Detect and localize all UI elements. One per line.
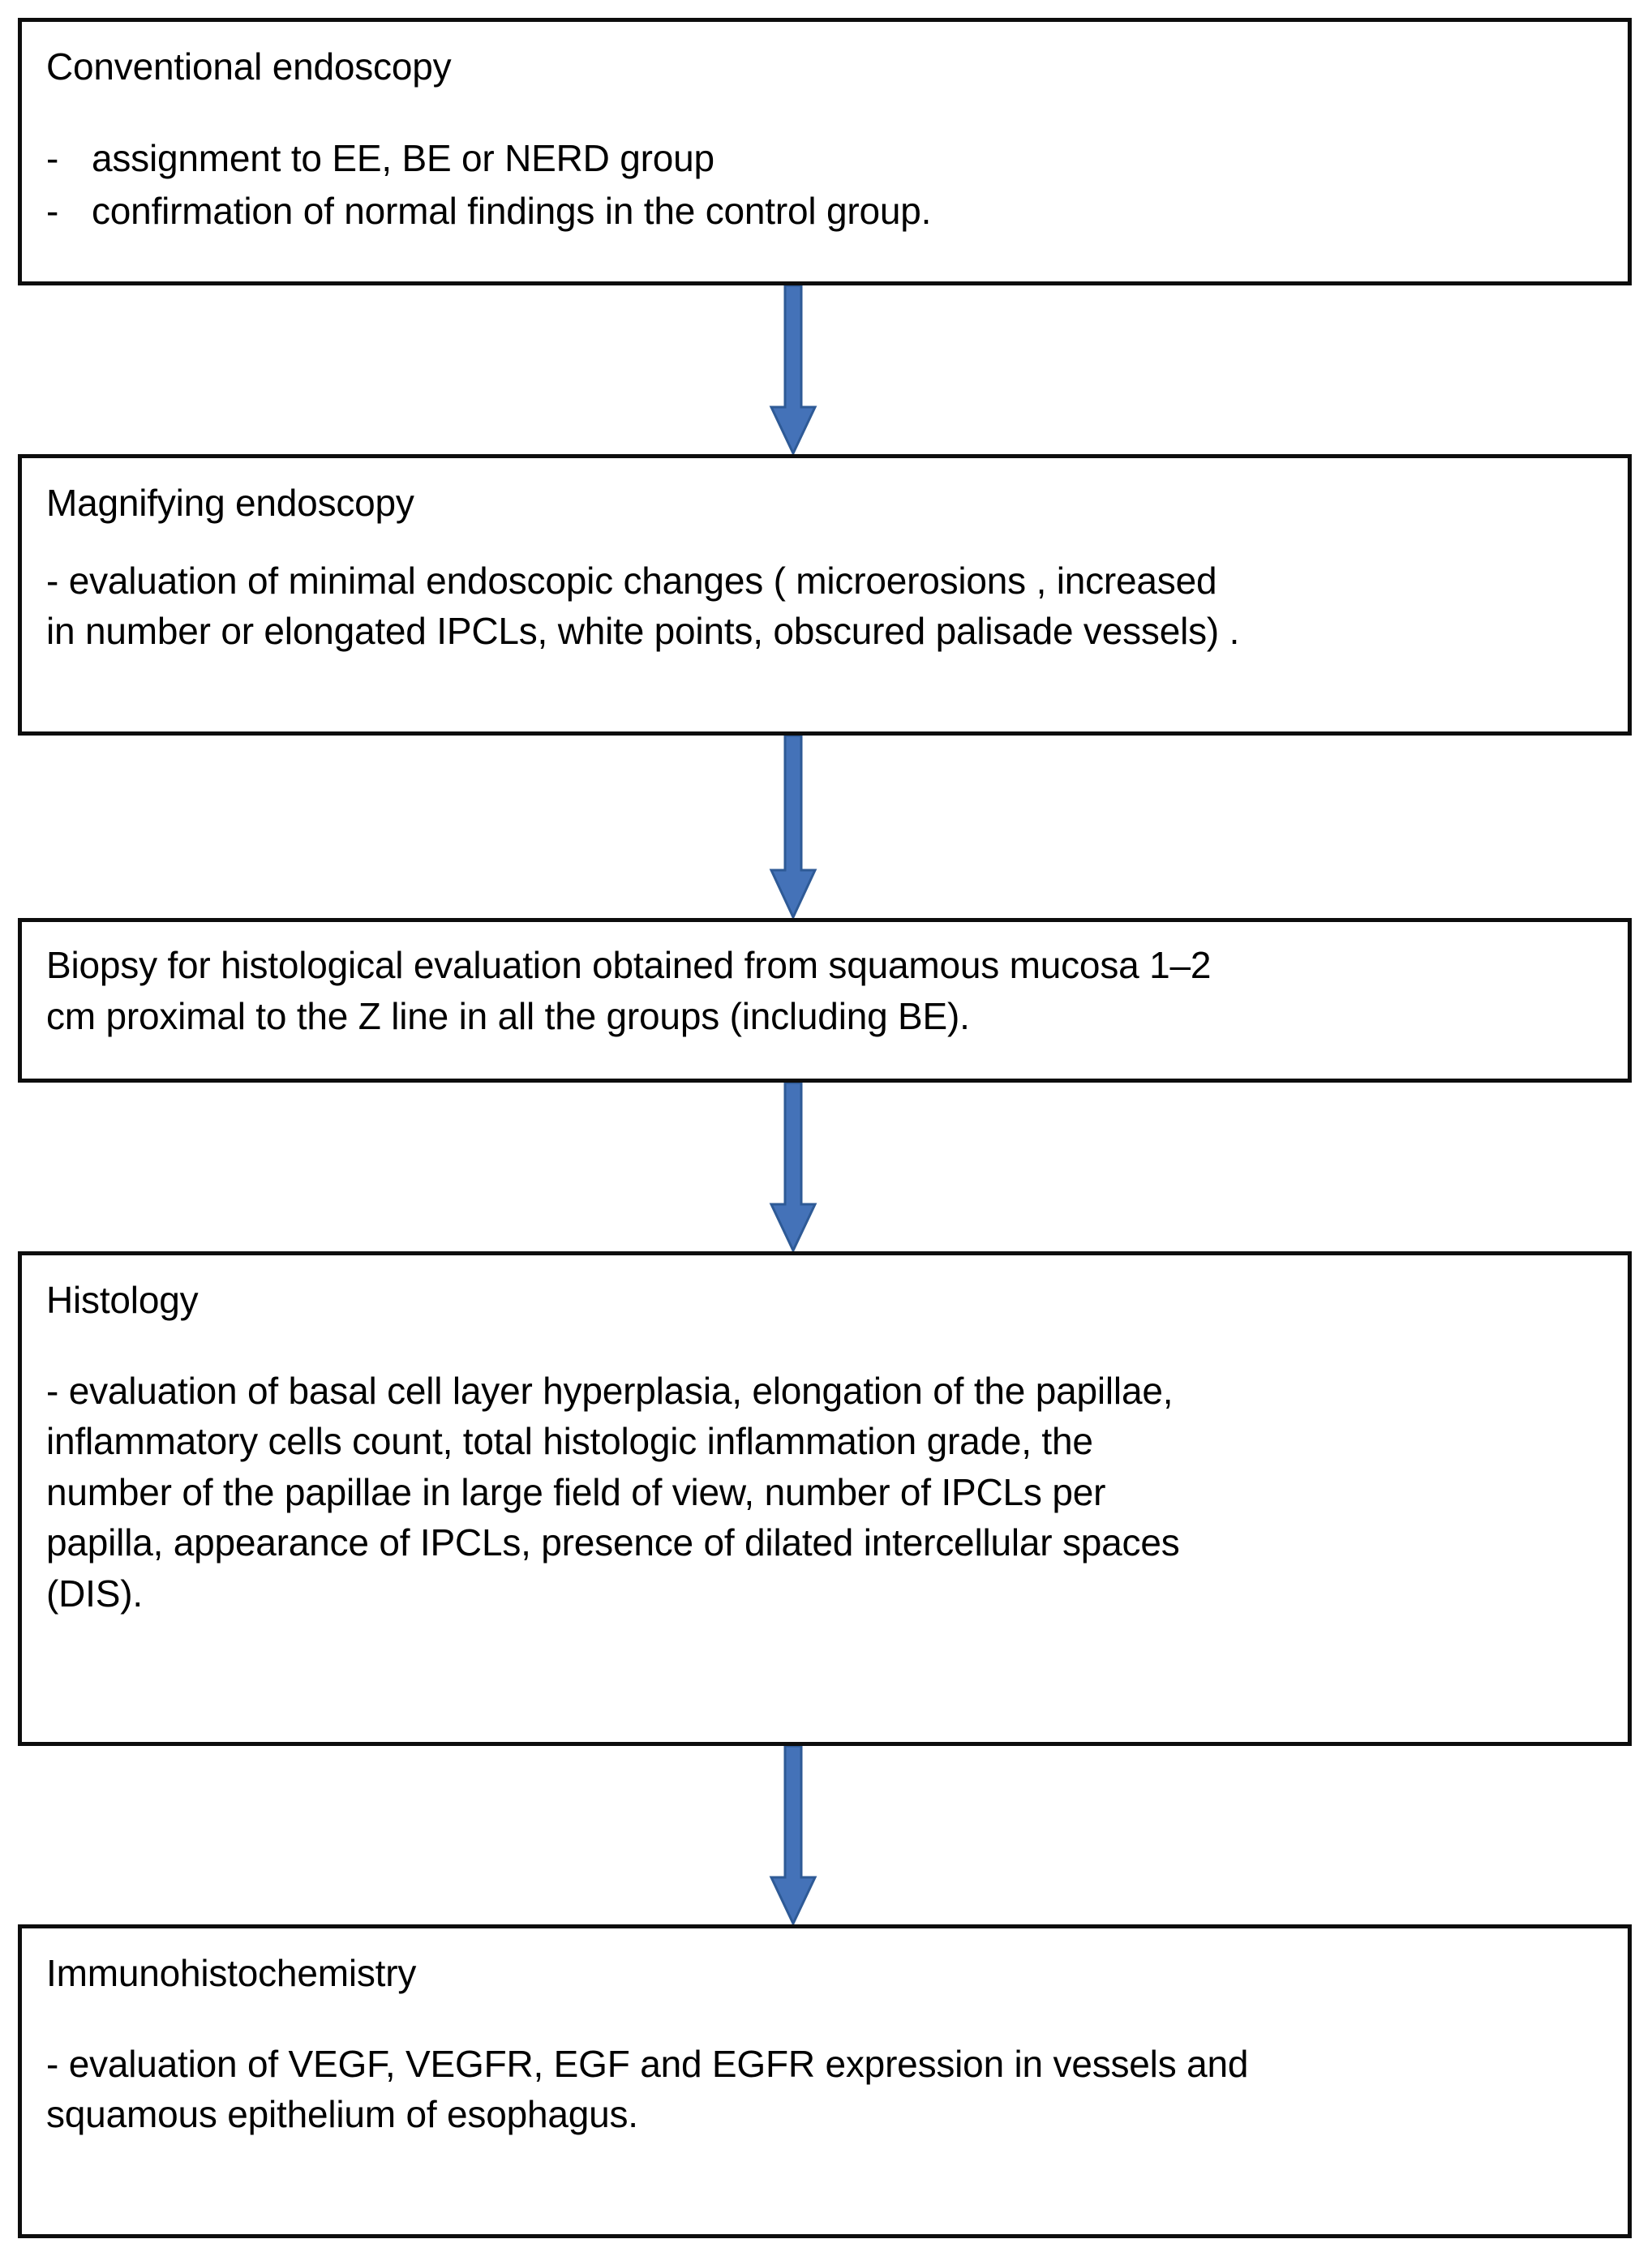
node-spacer — [46, 92, 1603, 132]
bullet-dash-icon: - — [46, 136, 59, 179]
flow-arrow-down-icon — [768, 285, 818, 456]
node-bullet-list: - assignment to EE, BE or NERD group - c… — [46, 132, 1603, 238]
arrow-down-icon — [768, 736, 818, 920]
node-spacer — [46, 1998, 1603, 2039]
node-title: Magnifying endoscopy — [46, 482, 414, 524]
body-line: cm proximal to the Z line in all the gro… — [46, 994, 970, 1037]
body-line: papilla, appearance of IPCLs, presence o… — [46, 1521, 1180, 1564]
node-body: - evaluation of minimal endoscopic chang… — [46, 555, 1603, 657]
body-line: Biopsy for histological evaluation obtai… — [46, 944, 1212, 986]
body-line: number of the papillae in large field of… — [46, 1470, 1106, 1513]
body-line: (DIS). — [46, 1572, 143, 1615]
body-line: - evaluation of VEGF, VEGFR, EGF and EGF… — [46, 2042, 1249, 2085]
node-spacer — [46, 528, 1603, 555]
arrow-down-icon — [768, 285, 818, 456]
flow-node-immunohistochemistry[interactable]: Immunohistochemistry - evaluation of VEG… — [18, 1924, 1632, 2238]
body-line: squamous epithelium of esophagus. — [46, 2093, 638, 2136]
bullet-text: confirmation of normal findings in the c… — [92, 190, 932, 233]
node-body: - evaluation of basal cell layer hyperpl… — [46, 1366, 1603, 1619]
arrow-down-icon — [768, 1083, 818, 1253]
flow-arrow-down-icon — [768, 1746, 818, 1926]
body-line: - evaluation of basal cell layer hyperpl… — [46, 1369, 1174, 1412]
body-line: - evaluation of minimal endoscopic chang… — [46, 559, 1217, 602]
bullet-text: assignment to EE, BE or NERD group — [92, 136, 714, 179]
flow-arrow-down-icon — [768, 736, 818, 920]
bullet-dash-icon: - — [46, 190, 59, 233]
node-title: Conventional endoscopy — [46, 45, 452, 88]
flow-node-magnifying-endoscopy[interactable]: Magnifying endoscopy - evaluation of min… — [18, 454, 1632, 736]
flow-node-histology[interactable]: Histology - evaluation of basal cell lay… — [18, 1251, 1632, 1746]
node-spacer — [46, 1325, 1603, 1366]
node-body: Biopsy for histological evaluation obtai… — [46, 940, 1603, 1041]
node-title: Histology — [46, 1279, 199, 1321]
bullet-item: - confirmation of normal findings in the… — [46, 185, 1603, 238]
body-line: in number or elongated IPCLs, white poin… — [46, 610, 1240, 653]
flow-node-conventional-endoscopy[interactable]: Conventional endoscopy - assignment to E… — [18, 18, 1632, 285]
node-body: - evaluation of VEGF, VEGFR, EGF and EGF… — [46, 2039, 1603, 2140]
body-line: inflammatory cells count, total histolog… — [46, 1420, 1093, 1463]
arrow-down-icon — [768, 1746, 818, 1926]
flow-node-biopsy[interactable]: Biopsy for histological evaluation obtai… — [18, 918, 1632, 1083]
node-title: Immunohistochemistry — [46, 1952, 417, 1994]
flow-arrow-down-icon — [768, 1083, 818, 1253]
bullet-item: - assignment to EE, BE or NERD group — [46, 132, 1603, 185]
